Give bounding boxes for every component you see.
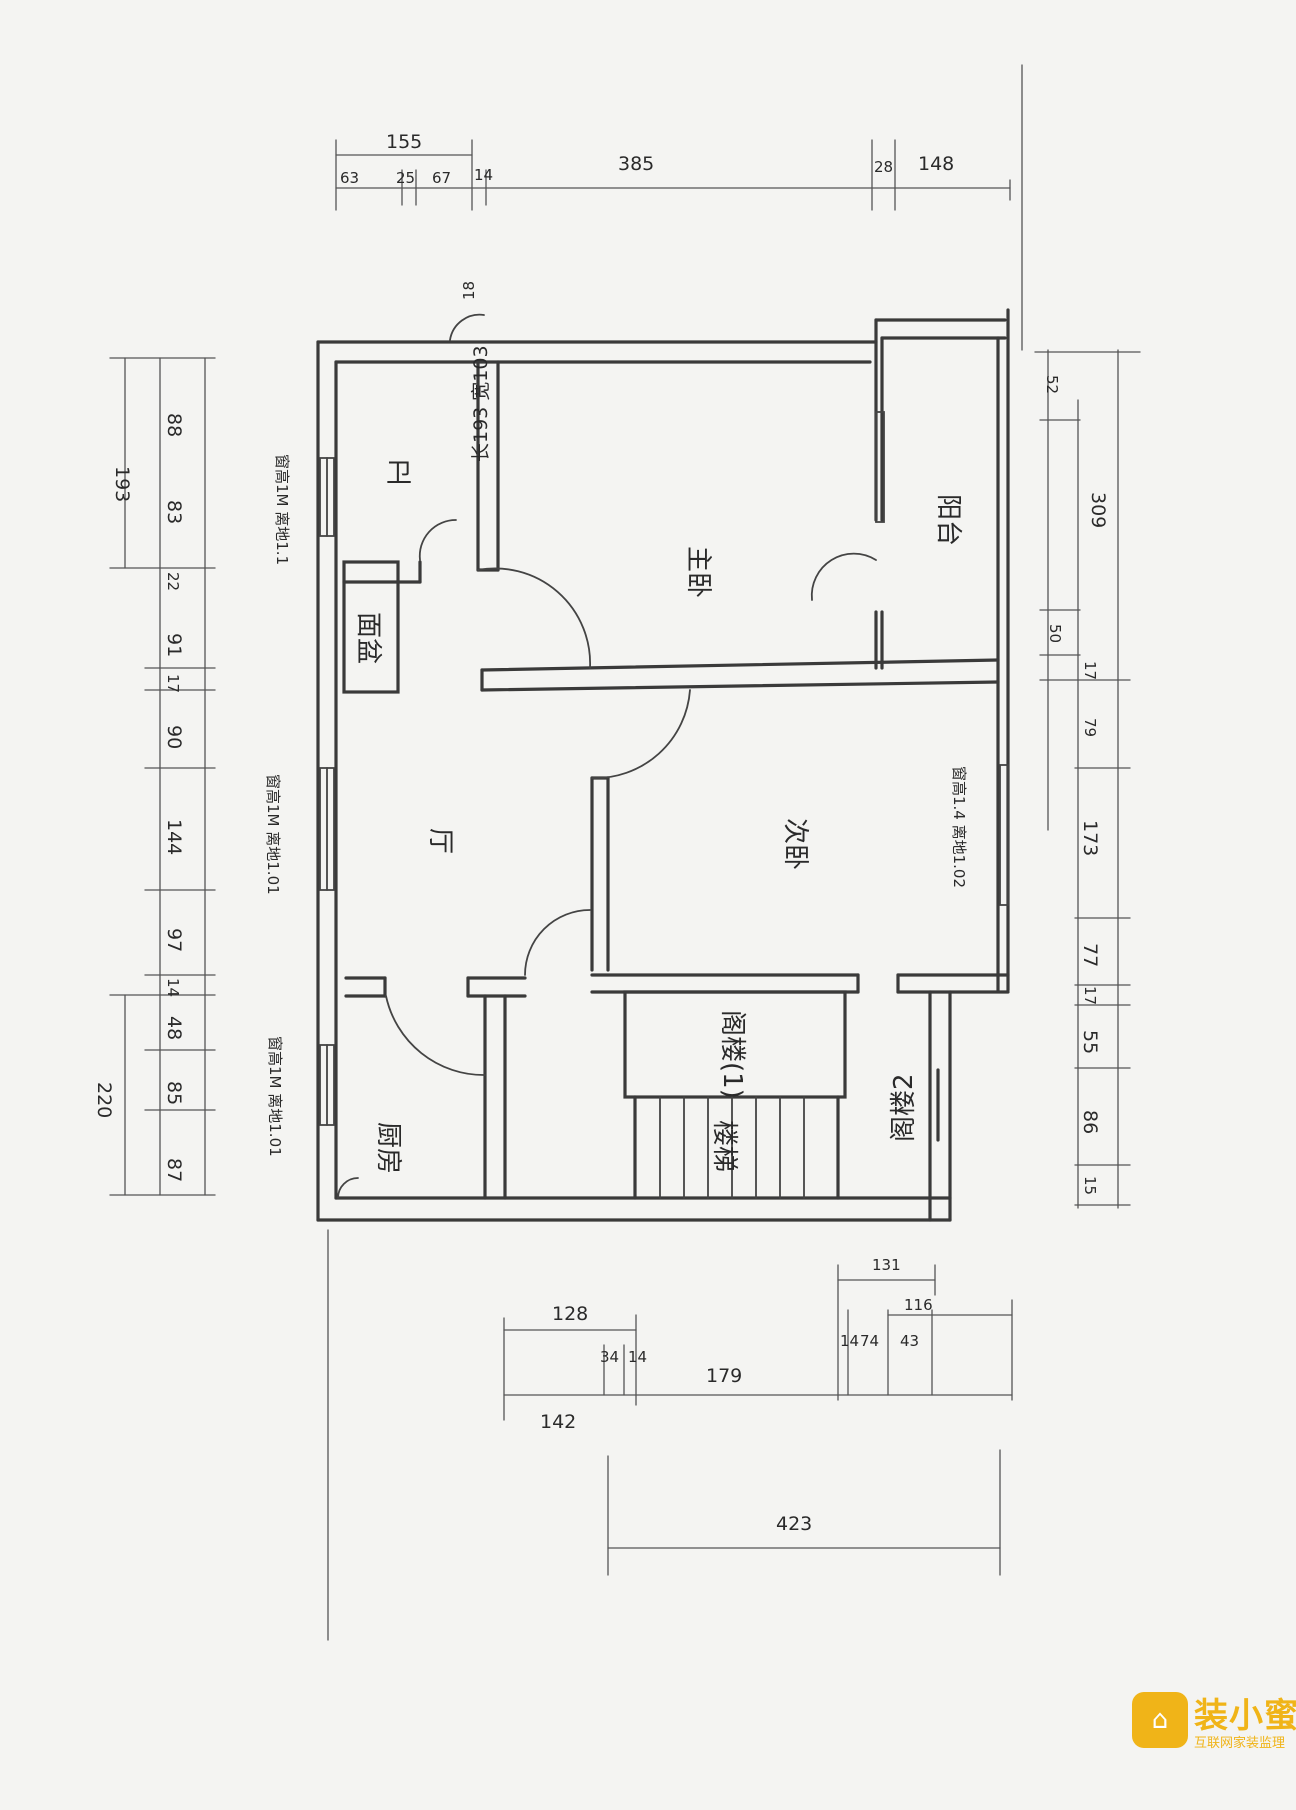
bath-window-note: 窗高1M 离地1.1: [273, 454, 291, 565]
dim-bottom-128: 128: [552, 1303, 588, 1325]
dim-bottom-116: 116: [904, 1296, 933, 1314]
top-door-arc-icon: [449, 313, 485, 341]
dim-left-87: 87: [163, 1158, 185, 1182]
master-door-swing-icon: [477, 567, 591, 669]
room-label-kitchen: 厨房: [373, 1122, 403, 1174]
room-labels: 卫 长193 宽103 主卧 阳台 面盆 厅 次卧 厨房 阁楼(1) 阁楼2 楼…: [353, 345, 963, 1174]
dim-right-309: 309: [1087, 492, 1109, 528]
dim-left-90: 90: [163, 725, 185, 749]
dim-door-arc-18: 18: [460, 281, 478, 300]
dim-right-55: 55: [1079, 1030, 1101, 1054]
dim-right-52: 52: [1043, 375, 1061, 394]
bottom-dimensions: 128 34 14 142 179 131 116 14 74 43 423: [327, 1229, 1013, 1641]
second-bedroom-door-swing-icon: [591, 689, 691, 779]
window-notes: 窗高1M 离地1.1 窗高1M 离地1.01 窗高1M 离地1.01 窗高1.4…: [264, 454, 968, 1157]
room-label-balcony: 阳台: [933, 494, 963, 546]
balcony-door-swing-icon: [810, 552, 877, 601]
dim-bottom-179: 179: [706, 1365, 742, 1387]
dim-bottom-131: 131: [872, 1256, 901, 1274]
dim-top-14: 14: [474, 166, 493, 184]
dim-top-148: 148: [918, 153, 954, 175]
dim-top-28: 28: [874, 158, 893, 176]
door-swings: [337, 313, 877, 1199]
dim-right-79: 79: [1081, 718, 1099, 737]
room-label-living: 厅: [425, 828, 455, 854]
dim-left-144: 144: [163, 819, 185, 855]
dim-left-14: 14: [164, 978, 182, 997]
dim-bottom-43: 43: [900, 1332, 919, 1350]
living-door-swing-icon: [524, 909, 591, 976]
dim-left-85: 85: [163, 1081, 185, 1105]
bath-size-note: 长193 宽103: [470, 345, 492, 462]
room-label-bathroom: 卫: [386, 459, 412, 489]
dim-left-220: 220: [93, 1082, 115, 1118]
dim-left-193: 193: [111, 466, 133, 502]
attic-1-label: 阁楼(1): [717, 1010, 747, 1099]
dim-top-63: 63: [340, 169, 359, 187]
stairs-label: 楼梯: [709, 1120, 739, 1172]
dim-left-22: 22: [164, 572, 182, 591]
dim-top-385: 385: [618, 153, 654, 175]
living-window-note: 窗高1M 离地1.01: [264, 774, 282, 895]
dim-bottom-142: 142: [540, 1411, 576, 1433]
dim-bottom-14-left: 14: [628, 1348, 647, 1366]
dim-top-25: 25: [396, 169, 415, 187]
bedroom-window-note: 窗高1.4 离地1.02: [950, 766, 968, 888]
dim-left-91: 91: [163, 633, 185, 657]
room-label-master-bedroom: 主卧: [683, 546, 713, 598]
dim-top-67: 67: [432, 169, 451, 187]
balcony-window-icon: [875, 411, 885, 523]
watermark-tagline: 互联网家装监理: [1194, 1736, 1286, 1751]
walls: [316, 308, 1010, 1222]
bedroom-window-icon: [999, 764, 1009, 906]
top-dimensions: 155 63 25 67 14 385 28 148 18: [335, 64, 1023, 351]
dim-right-17-bottom: 17: [1081, 986, 1099, 1005]
dim-top-155: 155: [386, 131, 422, 153]
dim-right-50: 50: [1046, 624, 1064, 643]
bath-door-swing-icon: [418, 519, 457, 561]
dim-right-173: 173: [1079, 820, 1101, 856]
watermark-logo: ⌂ 装小蜜 互联网家装监理: [1132, 1688, 1296, 1752]
dim-bottom-34: 34: [600, 1348, 619, 1366]
dim-bottom-423: 423: [776, 1513, 812, 1535]
right-dimensions: 52 309 50 17 79 173 77 17 55 86 15: [1034, 349, 1141, 1209]
room-label-second-bedroom: 次卧: [780, 818, 810, 870]
dim-bottom-74: 74: [860, 1332, 879, 1350]
dim-right-17-top: 17: [1081, 661, 1099, 680]
dim-bottom-14-right: 14: [840, 1332, 859, 1350]
dim-right-77: 77: [1079, 943, 1101, 967]
dim-right-86: 86: [1079, 1110, 1101, 1134]
watermark-brand: 装小蜜: [1194, 1696, 1296, 1736]
kitchen-door-swing-icon: [385, 995, 486, 1076]
dim-left-97: 97: [163, 928, 185, 952]
dim-left-83: 83: [163, 500, 185, 524]
left-dimensions: 193 88 83 22 91 17 90 144 97 14 48 220 8…: [93, 357, 216, 1196]
basin-label: 面盆: [353, 612, 383, 664]
windows: [319, 411, 1009, 1126]
attic-2-label: 阁楼2: [889, 1073, 919, 1142]
dim-right-15: 15: [1081, 1176, 1099, 1195]
bee-house-icon: ⌂: [1132, 1692, 1188, 1748]
dim-left-48: 48: [163, 1016, 185, 1040]
dim-left-88: 88: [163, 413, 185, 437]
kitchen-window-note: 窗高1M 离地1.01: [266, 1036, 284, 1157]
dim-left-17: 17: [164, 674, 182, 693]
